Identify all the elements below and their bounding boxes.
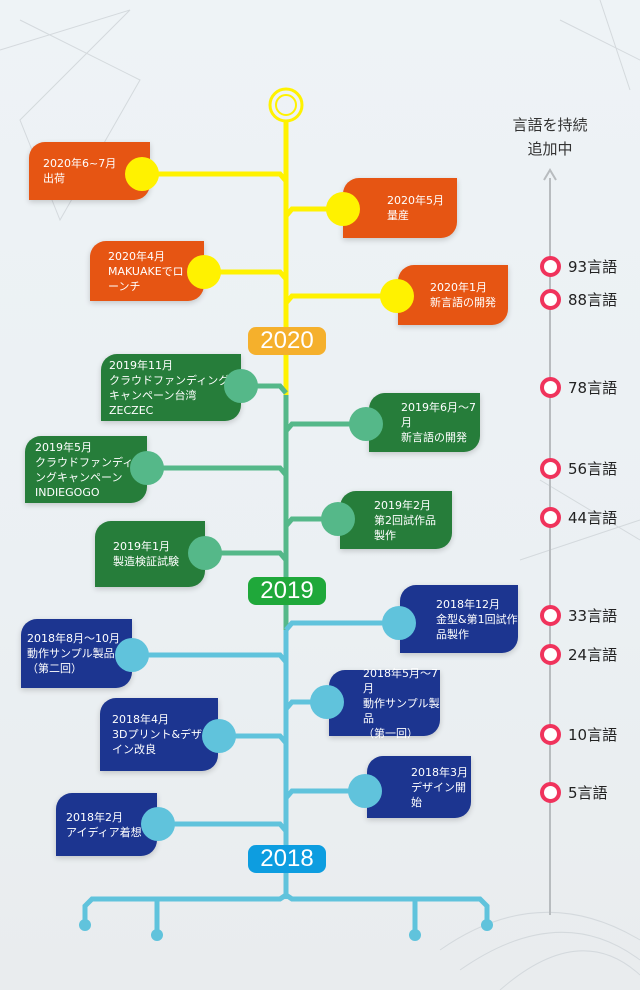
timeline-node-dot	[224, 369, 258, 403]
branch-line	[158, 821, 288, 833]
root-end-dots	[79, 919, 493, 941]
language-count-label: 5言語	[568, 784, 608, 802]
timeline-node-dot	[326, 192, 360, 226]
ring-icon	[540, 256, 561, 277]
event-text: 2018年5月〜7月 動作サンプル製品 （第一回）	[363, 666, 440, 740]
event-text: 2020年1月 新言語の開発	[430, 281, 496, 309]
timeline-node-dot	[382, 606, 416, 640]
timeline-event-card: 2018年3月 デザイン開始	[367, 756, 471, 818]
timeline-event-card: 2018年5月〜7月 動作サンプル製品 （第一回）	[329, 667, 440, 740]
event-text: 2019年5月 クラウドファンディ ングキャンペーン INDIEGOGO	[35, 440, 134, 499]
language-count-marker: 88言語	[540, 289, 617, 310]
timeline-event-card: 2018年2月 アイディア着想	[56, 793, 157, 856]
ring-icon	[540, 458, 561, 479]
language-count-marker: 5言語	[540, 782, 608, 803]
timeline-node-dot	[349, 407, 383, 441]
language-count-label: 78言語	[568, 379, 618, 397]
branch-line	[132, 652, 288, 664]
timeline-event-card: 2019年2月 第2回試作品 製作	[340, 491, 452, 549]
branch-line	[284, 620, 399, 632]
language-count-label: 56言語	[568, 460, 618, 478]
branch-line	[142, 171, 288, 183]
timeline-node-dot	[202, 719, 236, 753]
timeline-event-card: 2018年8月〜10月 動作サンプル製品 （第二回）	[21, 619, 132, 688]
language-count-label: 10言語	[568, 726, 618, 744]
timeline-event-card: 2019年5月 クラウドファンディ ングキャンペーン INDIEGOGO	[25, 436, 147, 503]
ring-icon	[540, 782, 561, 803]
timeline-top-inner-ring	[275, 94, 297, 116]
event-text: 2018年8月〜10月 動作サンプル製品 （第二回）	[27, 632, 120, 675]
event-text: 2020年4月 MAKUAKEでロ ーンチ	[108, 249, 184, 293]
timeline-node-dot	[321, 502, 355, 536]
ring-icon	[540, 724, 561, 745]
timeline-node-dot	[348, 774, 382, 808]
branch-line	[284, 421, 366, 433]
branch-line	[284, 293, 397, 305]
ring-icon	[540, 507, 561, 528]
event-text: 2018年3月 デザイン開始	[411, 765, 468, 809]
timeline-event-card: 2020年1月 新言語の開発	[398, 265, 508, 325]
language-count-marker: 10言語	[540, 724, 617, 745]
timeline-node-dot	[380, 279, 414, 313]
language-count-label: 88言語	[568, 291, 618, 309]
language-count-label: 93言語	[568, 258, 618, 276]
timeline-node-dot	[130, 451, 164, 485]
language-count-marker: 56言語	[540, 458, 617, 479]
branch-line	[204, 269, 288, 281]
roots	[82, 892, 490, 934]
year-badge-2019: 2019	[248, 577, 326, 605]
timeline-event-card: 2020年5月 量産	[343, 178, 457, 238]
event-text: 2020年5月 量産	[387, 194, 444, 222]
event-text: 2019年1月 製造検証試験	[113, 540, 179, 568]
event-text: 2018年2月 アイディア着想	[66, 810, 142, 839]
timeline-node-dot	[187, 255, 221, 289]
event-text: 2019年2月 第2回試作品 製作	[374, 498, 436, 542]
timeline-event-card: 2019年11月 クラウドファンディング キャンペーン台湾 ZECZEC	[101, 354, 241, 421]
branch-line	[284, 788, 365, 800]
language-count-marker: 44言語	[540, 507, 617, 528]
ring-icon	[540, 377, 561, 398]
event-text: 2018年4月 3Dプリント&デザ イン改良	[112, 713, 203, 756]
language-count-marker: 78言語	[540, 377, 617, 398]
timeline-top-ring-icon	[268, 87, 304, 123]
language-count-marker: 33言語	[540, 605, 617, 626]
timeline-event-card: 2019年1月 製造検証試験	[95, 521, 205, 587]
timeline-node-dot	[188, 536, 222, 570]
timeline-node-dot	[115, 638, 149, 672]
branch-line	[147, 465, 288, 477]
language-count-marker: 93言語	[540, 256, 617, 277]
ring-icon	[540, 289, 561, 310]
event-text: 2019年6月〜7 月 新言語の開発	[401, 401, 476, 444]
ring-icon	[540, 644, 561, 665]
year-badge-2018: 2018	[248, 845, 326, 873]
timeline-node-dot	[125, 157, 159, 191]
timeline-event-card: 2018年4月 3Dプリント&デザ イン改良	[100, 698, 218, 771]
timeline-event-card: 2020年4月 MAKUAKEでロ ーンチ	[90, 241, 204, 301]
timeline-node-dot	[141, 807, 175, 841]
timeline-node-dot	[310, 685, 344, 719]
language-count-marker: 24言語	[540, 644, 617, 665]
language-count-label: 44言語	[568, 509, 618, 527]
arrow-up-icon	[543, 168, 557, 181]
event-text: 2018年12月 金型&第1回試作 品製作	[436, 597, 518, 641]
ring-icon	[540, 605, 561, 626]
branch-line	[205, 550, 288, 562]
language-count-label: 24言語	[568, 646, 618, 664]
timeline-event-card: 2018年12月 金型&第1回試作 品製作	[400, 585, 518, 653]
branch-line	[219, 733, 288, 745]
year-badge-2020: 2020	[248, 327, 326, 355]
timeline-event-card: 2019年6月〜7 月 新言語の開発	[369, 393, 480, 452]
language-count-label: 33言語	[568, 607, 618, 625]
language-header: 言語を持続 追加中	[512, 116, 588, 158]
event-text: 2019年11月 クラウドファンディング キャンペーン台湾 ZECZEC	[109, 358, 230, 417]
event-text: 2020年6~7月 出荷	[43, 157, 117, 185]
